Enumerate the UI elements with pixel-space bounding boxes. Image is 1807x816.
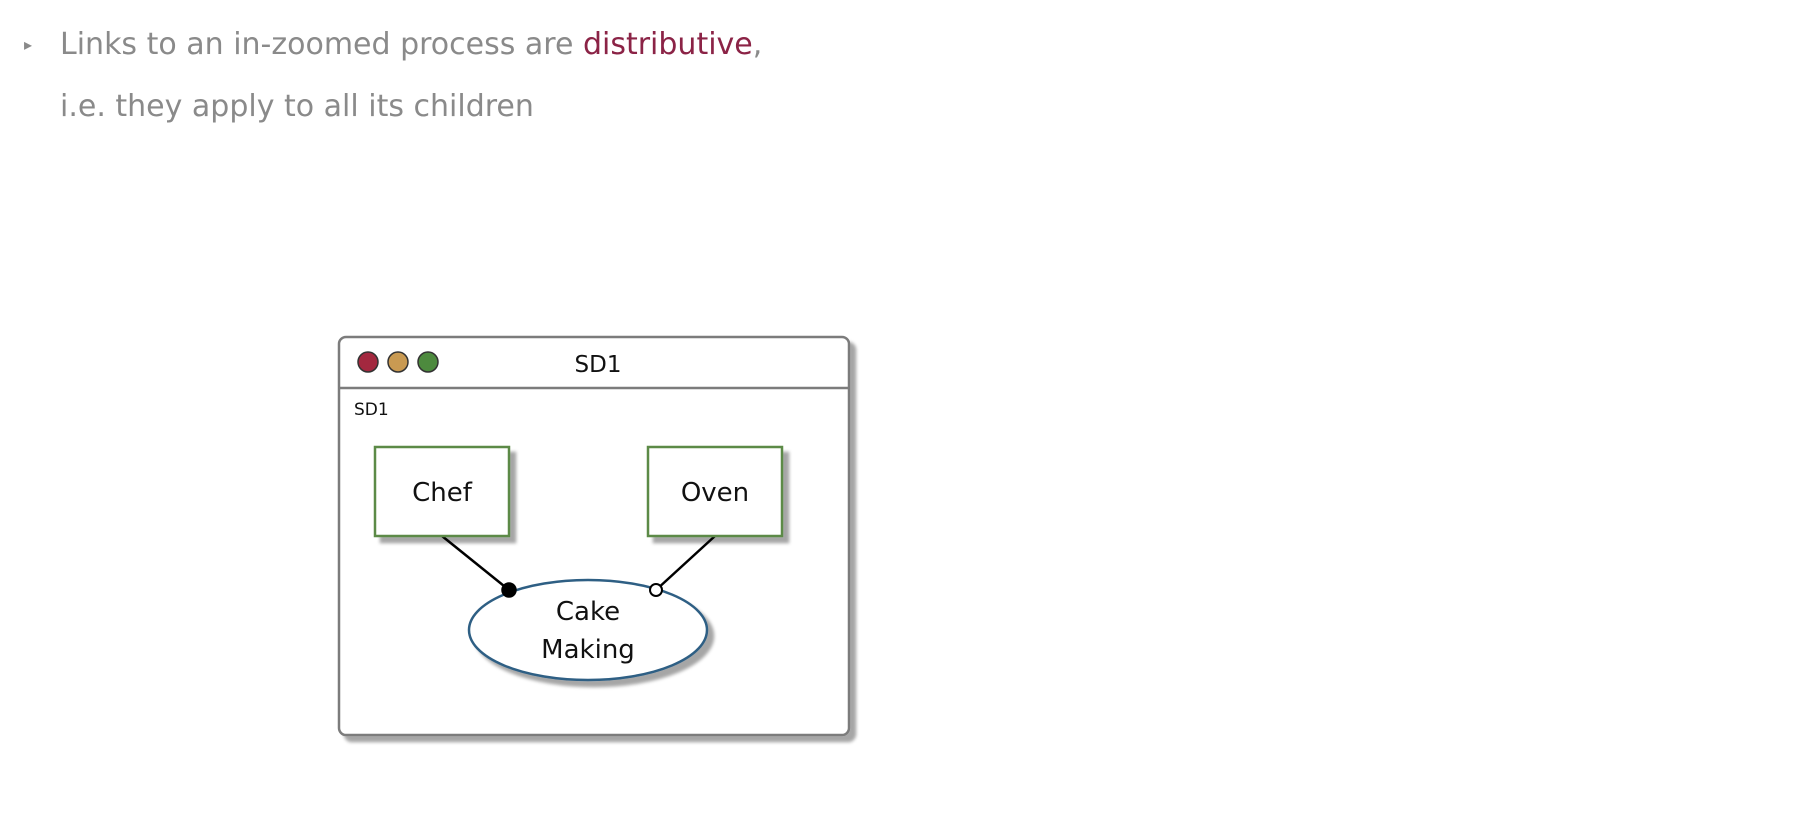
instrument-link-oven[interactable] (655, 535, 716, 591)
process-label-line-2: Making (541, 635, 635, 665)
bullet-block: ▸ Links to an in-zoomed process are dist… (24, 14, 762, 138)
diagram-window: SD1 SD1 (337, 335, 851, 737)
minimize-button[interactable] (387, 351, 409, 373)
window-title: SD1 (575, 352, 622, 378)
object-chef[interactable]: Chef (373, 445, 511, 538)
object-oven[interactable]: Oven (646, 445, 784, 538)
instrument-link-endpoint-hollow (649, 583, 663, 597)
process-cake-making[interactable]: Cake Making (467, 578, 709, 682)
object-chef-box[interactable] (373, 445, 511, 538)
bullet-line-2: i.e. they apply to all its children (60, 89, 534, 124)
agent-link-chef[interactable] (441, 535, 510, 591)
maximize-button[interactable] (417, 351, 439, 373)
agent-link-endpoint-filled (501, 582, 517, 598)
bullet-line-1: ▸ Links to an in-zoomed process are dist… (24, 14, 762, 76)
object-chef-label: Chef (412, 478, 473, 508)
close-button[interactable] (357, 351, 379, 373)
bullet-marker-icon: ▸ (24, 35, 33, 54)
object-oven-box[interactable] (646, 445, 784, 538)
object-oven-label: Oven (681, 478, 749, 508)
bullet-text-prefix: Links to an in-zoomed process are (60, 27, 583, 62)
diagram-label: SD1 (354, 400, 389, 420)
process-label-line-1: Cake (556, 597, 620, 627)
process-cake-making-ellipse[interactable] (467, 578, 709, 682)
highlight-term: distributive (582, 27, 753, 62)
bullet-text-suffix: , (752, 27, 763, 62)
window-frame (337, 335, 851, 737)
